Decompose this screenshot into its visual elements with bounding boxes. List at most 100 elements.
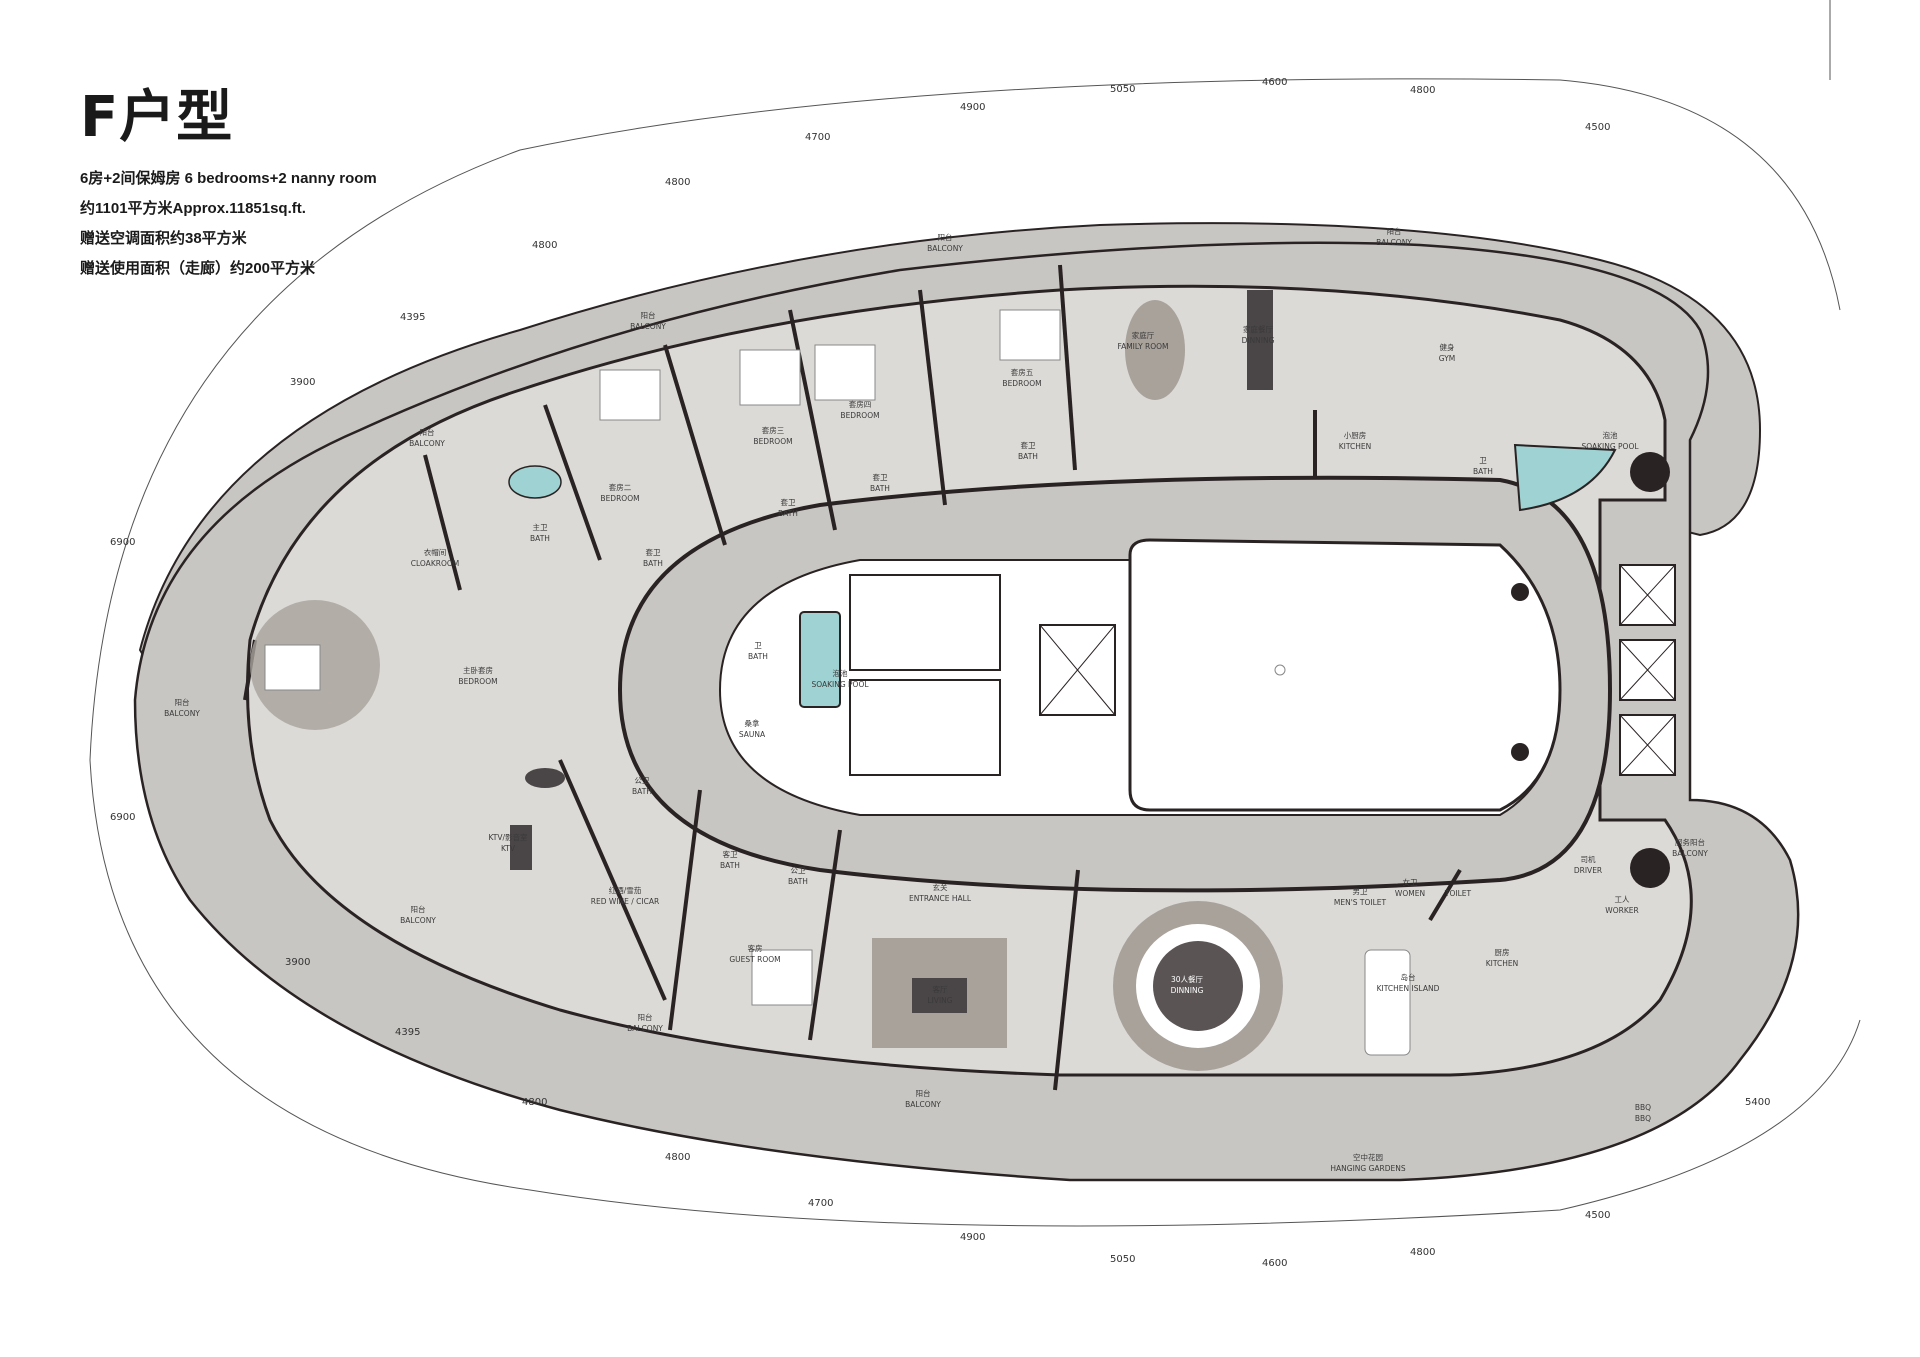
- svg-text:BALCONY: BALCONY: [627, 1024, 663, 1033]
- room-label-kitchen: 厨房 KITCHEN: [1486, 947, 1519, 968]
- svg-text:3900: 3900: [290, 377, 315, 388]
- svg-text:工人: 工人: [1615, 895, 1631, 904]
- svg-text:男卫: 男卫: [1353, 887, 1369, 896]
- svg-text:KTV/影音室: KTV/影音室: [488, 832, 528, 842]
- svg-text:ENTRANCE HALL: ENTRANCE HALL: [909, 894, 972, 903]
- svg-text:BATH: BATH: [748, 652, 768, 661]
- svg-text:4800: 4800: [1410, 85, 1435, 96]
- svg-text:BALCONY: BALCONY: [630, 322, 666, 331]
- svg-text:BALCONY: BALCONY: [1376, 238, 1412, 247]
- svg-text:主卫: 主卫: [533, 522, 548, 532]
- walls: [243, 264, 1462, 1091]
- svg-text:4800: 4800: [522, 1097, 547, 1108]
- info-corridor-area: 赠送使用面积（走廊）约200平方米: [80, 260, 316, 277]
- svg-text:4900: 4900: [960, 1232, 985, 1243]
- svg-text:4395: 4395: [400, 312, 425, 323]
- svg-text:BEDROOM: BEDROOM: [458, 677, 497, 686]
- svg-text:4800: 4800: [665, 177, 690, 188]
- void-atrium: [1128, 538, 1562, 812]
- svg-text:客房: 客房: [748, 943, 763, 953]
- svg-text:卫: 卫: [1479, 456, 1487, 465]
- svg-text:BATH: BATH: [530, 534, 550, 543]
- svg-text:玄关: 玄关: [933, 882, 948, 892]
- svg-text:TOILET: TOILET: [1444, 889, 1472, 898]
- svg-text:主卧套房: 主卧套房: [463, 665, 493, 675]
- svg-text:6900: 6900: [110, 537, 135, 548]
- dimension-lines: [89, 0, 1861, 1227]
- dimension-labels-top: 4800 4395 3900 4800 4700 4900 5050 4600 …: [290, 77, 1610, 388]
- svg-text:衣帽间: 衣帽间: [424, 547, 447, 557]
- svg-text:GYM: GYM: [1439, 354, 1456, 363]
- svg-text:套房四: 套房四: [849, 399, 872, 409]
- svg-text:RED WINE / CICAR: RED WINE / CICAR: [591, 897, 659, 906]
- svg-text:BBQ: BBQ: [1635, 1114, 1651, 1123]
- svg-text:4500: 4500: [1585, 122, 1610, 133]
- svg-text:阳台: 阳台: [420, 427, 435, 437]
- svg-text:3900: 3900: [285, 957, 310, 968]
- svg-text:阳台: 阳台: [175, 697, 190, 707]
- stair-lift-core: [849, 574, 1116, 776]
- svg-text:MEN'S TOILET: MEN'S TOILET: [1334, 898, 1387, 907]
- svg-text:5400: 5400: [1745, 1097, 1770, 1108]
- room-label-master-bath: 主卫 BATH: [530, 522, 550, 543]
- svg-text:岛台: 岛台: [1401, 972, 1416, 982]
- svg-text:BATH: BATH: [632, 787, 652, 796]
- svg-text:客厅: 客厅: [933, 984, 948, 994]
- svg-text:公卫: 公卫: [791, 866, 806, 875]
- svg-text:4395: 4395: [395, 1027, 420, 1038]
- svg-text:BALCONY: BALCONY: [927, 244, 963, 253]
- svg-text:客卫: 客卫: [723, 849, 738, 859]
- svg-text:GUEST ROOM: GUEST ROOM: [729, 955, 780, 964]
- svg-text:BATH: BATH: [1473, 467, 1493, 476]
- svg-text:阳台: 阳台: [916, 1088, 931, 1098]
- svg-text:家庭餐厅: 家庭餐厅: [1243, 324, 1273, 334]
- svg-text:4800: 4800: [665, 1152, 690, 1163]
- svg-text:厨房: 厨房: [1495, 947, 1510, 957]
- svg-text:BEDROOM: BEDROOM: [753, 437, 792, 446]
- info-area: 约1101平方米Approx.11851sq.ft.: [80, 200, 306, 217]
- svg-text:套卫: 套卫: [646, 547, 661, 557]
- room-label-guest-room: 客房 GUEST ROOM: [729, 943, 780, 964]
- svg-text:健身: 健身: [1440, 342, 1456, 352]
- room-label-entrance: 玄关 ENTRANCE HALL: [909, 882, 972, 903]
- svg-text:BATH: BATH: [1018, 452, 1038, 461]
- svg-text:4700: 4700: [805, 132, 830, 143]
- svg-text:BATH: BATH: [720, 861, 740, 870]
- room-label-bath-gym: 卫 BATH: [1473, 456, 1493, 476]
- svg-text:KITCHEN: KITCHEN: [1486, 959, 1519, 968]
- svg-text:阳台: 阳台: [1387, 226, 1402, 236]
- svg-text:4500: 4500: [1585, 1210, 1610, 1221]
- room-label-gym: 健身 GYM: [1439, 342, 1456, 363]
- svg-text:卫: 卫: [754, 641, 762, 650]
- svg-text:BALCONY: BALCONY: [400, 916, 436, 925]
- info-ac-area: 赠送空调面积约38平方米: [80, 230, 247, 247]
- svg-text:BALCONY: BALCONY: [409, 439, 445, 448]
- columns: [1511, 452, 1670, 888]
- page-title: F户型: [80, 85, 234, 150]
- svg-text:30人餐厅: 30人餐厅: [1171, 975, 1204, 984]
- svg-text:DRIVER: DRIVER: [1574, 866, 1602, 875]
- svg-text:5050: 5050: [1110, 84, 1135, 95]
- svg-text:4600: 4600: [1262, 77, 1287, 88]
